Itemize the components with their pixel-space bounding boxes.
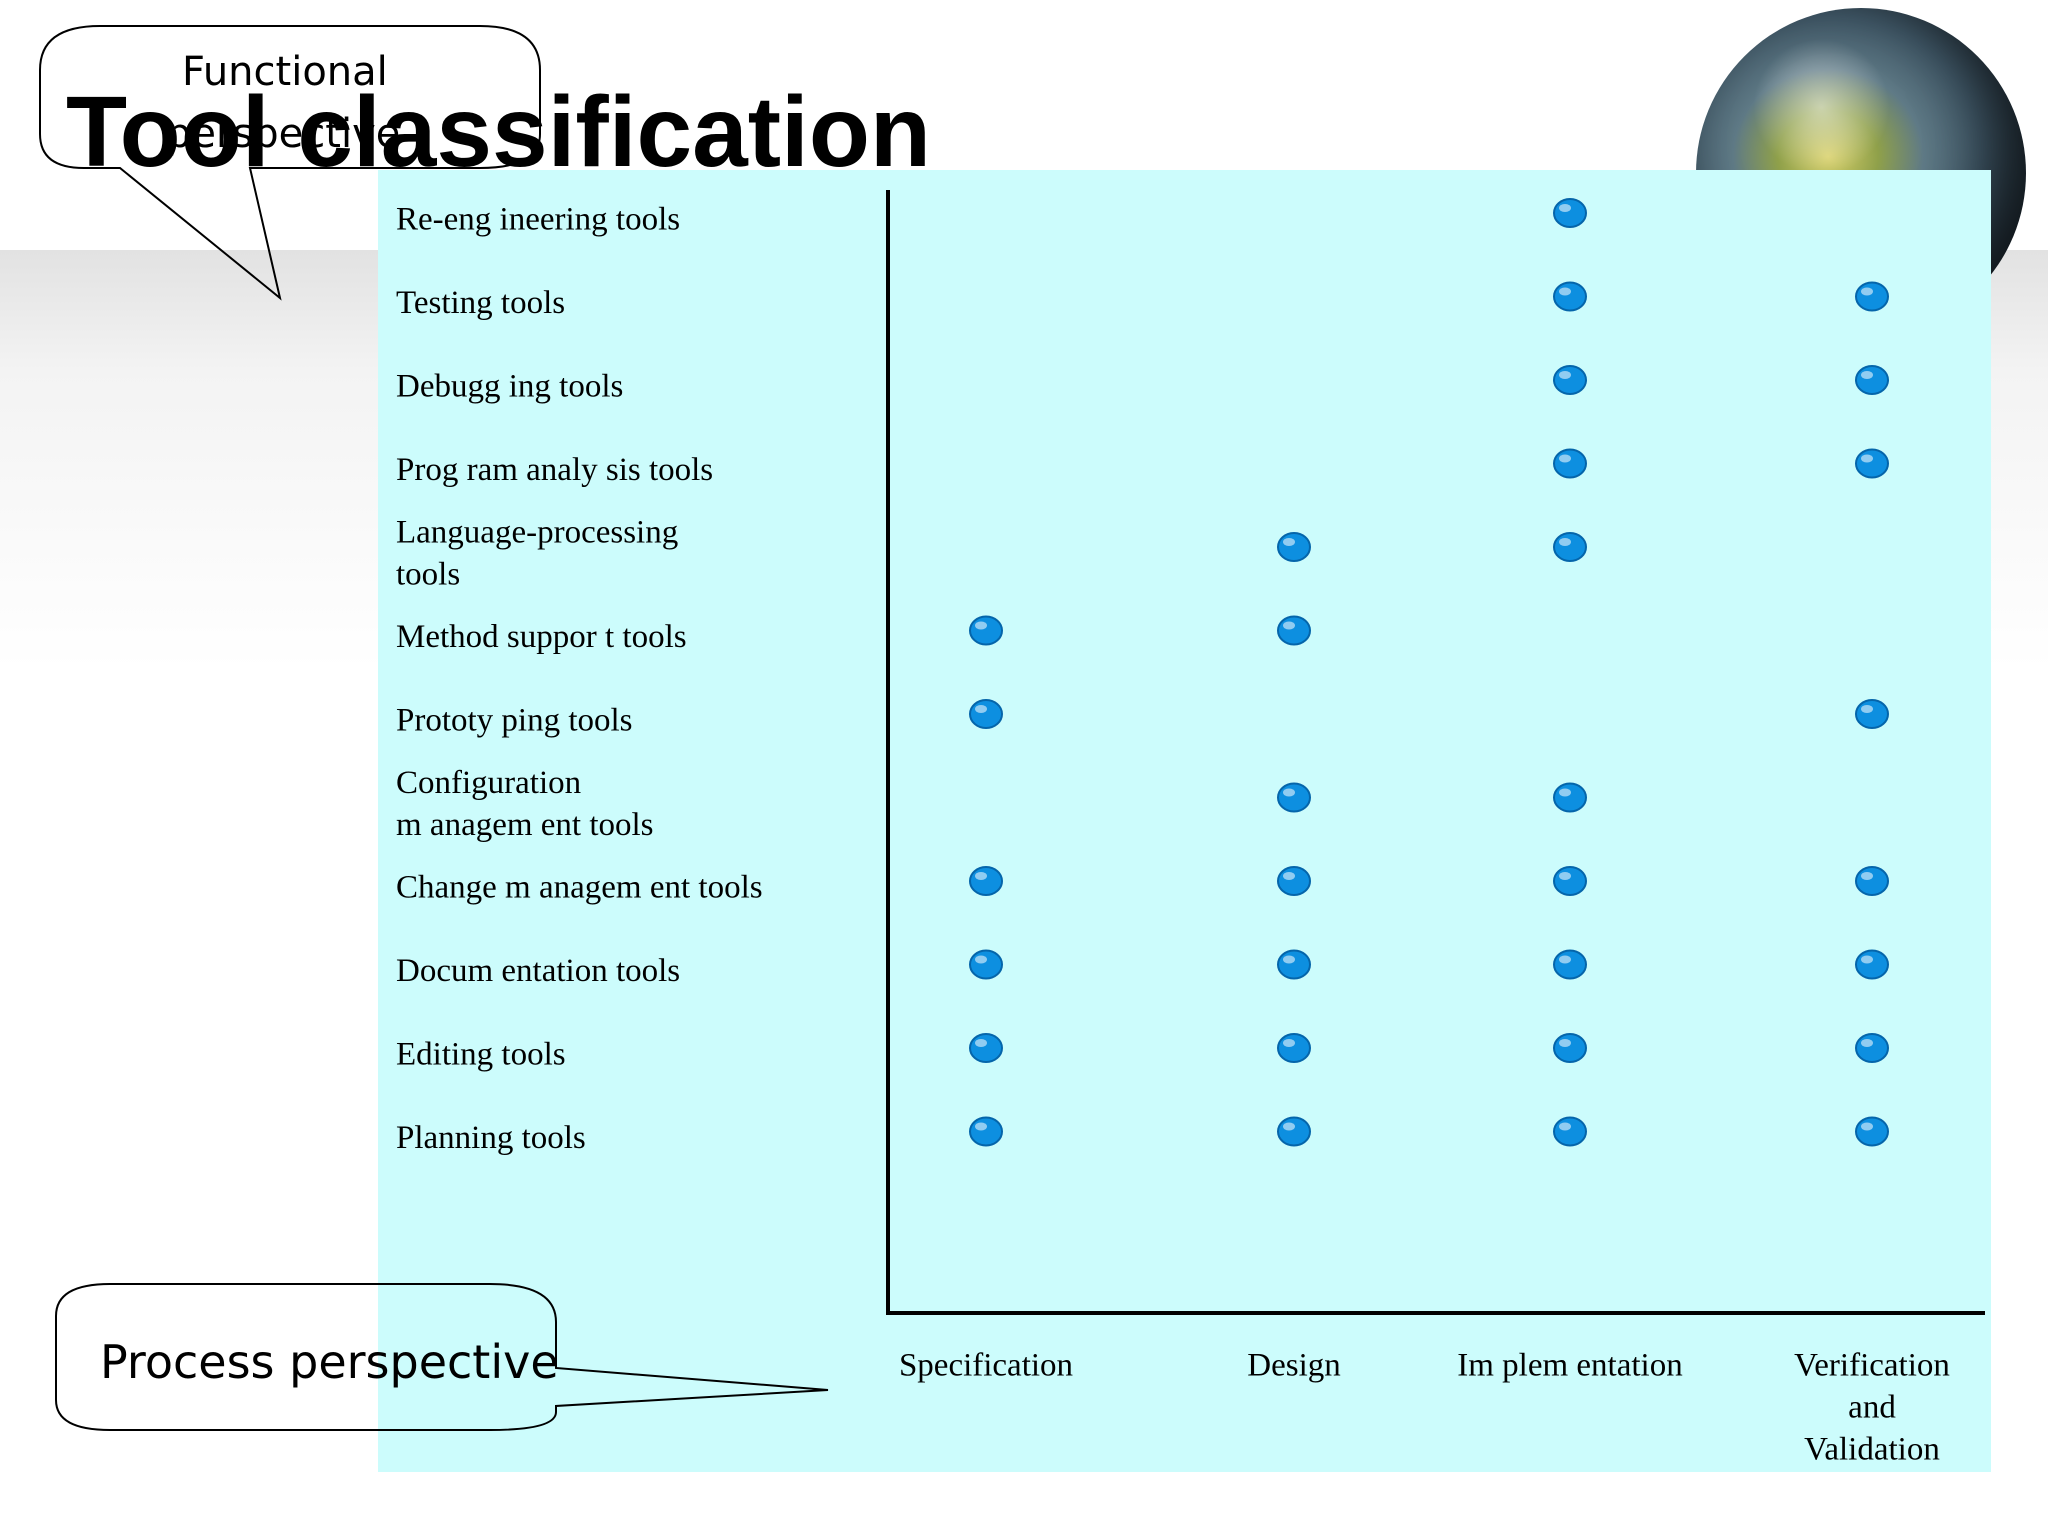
row-label: Prototy ping tools <box>396 703 633 739</box>
membership-dot <box>969 1033 1003 1063</box>
membership-dot <box>1855 1116 1889 1147</box>
row-label: Docum entation tools <box>396 953 680 989</box>
membership-dot <box>1855 448 1889 479</box>
membership-dot <box>969 949 1003 980</box>
row-label: Editing tools <box>396 1037 566 1073</box>
chart-panel <box>378 170 1991 1472</box>
membership-dot <box>1553 1033 1587 1063</box>
stage-label: Design <box>1247 1348 1341 1384</box>
row-label: Method suppor t tools <box>396 619 687 655</box>
stage-label: Im plem entation <box>1457 1348 1682 1384</box>
membership-dot <box>1277 782 1311 813</box>
membership-dot <box>1553 532 1587 562</box>
membership-dot <box>1553 1116 1587 1147</box>
row-label: Testing tools <box>396 285 565 321</box>
membership-dot <box>969 866 1003 896</box>
membership-dot <box>969 1116 1003 1147</box>
functional-callout-line-2: perspective <box>166 111 401 157</box>
membership-dot <box>969 699 1003 729</box>
membership-dot <box>1553 866 1587 896</box>
row-label: Language-processing <box>396 515 678 551</box>
row-label: m anagem ent tools <box>396 807 654 843</box>
membership-dot <box>1553 448 1587 479</box>
membership-dot <box>1277 1033 1311 1063</box>
row-label: Prog ram analy sis tools <box>396 452 713 488</box>
membership-dot <box>1553 281 1587 312</box>
row-label: tools <box>396 557 460 593</box>
process-callout-text: Process perspective <box>100 1335 559 1389</box>
stage-label: Validation <box>1804 1432 1940 1468</box>
row-label: Configuration <box>396 765 581 801</box>
membership-dot <box>1855 281 1889 312</box>
membership-dot <box>1553 365 1587 395</box>
membership-dot <box>969 615 1003 646</box>
membership-dot <box>1855 365 1889 395</box>
row-label: Change m anagem ent tools <box>396 870 763 906</box>
row-label: Planning tools <box>396 1120 586 1156</box>
membership-dot <box>1553 782 1587 813</box>
slide-title: Tool classification <box>66 76 931 188</box>
stage-label: and <box>1848 1390 1896 1426</box>
membership-dot <box>1855 949 1889 980</box>
row-label: Re-eng ineering tools <box>396 202 680 238</box>
functional-callout-line-1: Functional <box>182 49 388 95</box>
membership-dot <box>1855 699 1889 729</box>
membership-dot <box>1855 866 1889 896</box>
membership-dot <box>1277 949 1311 980</box>
membership-dot <box>1277 866 1311 896</box>
row-label: Debugg ing tools <box>396 369 623 405</box>
membership-dot <box>1553 198 1587 228</box>
stage-label: Verification <box>1794 1348 1950 1384</box>
stage-label: Specification <box>899 1348 1073 1384</box>
membership-dot <box>1855 1033 1889 1063</box>
membership-dot <box>1277 615 1311 646</box>
membership-dot <box>1553 949 1587 980</box>
membership-dot <box>1277 1116 1311 1147</box>
membership-dot <box>1277 532 1311 562</box>
